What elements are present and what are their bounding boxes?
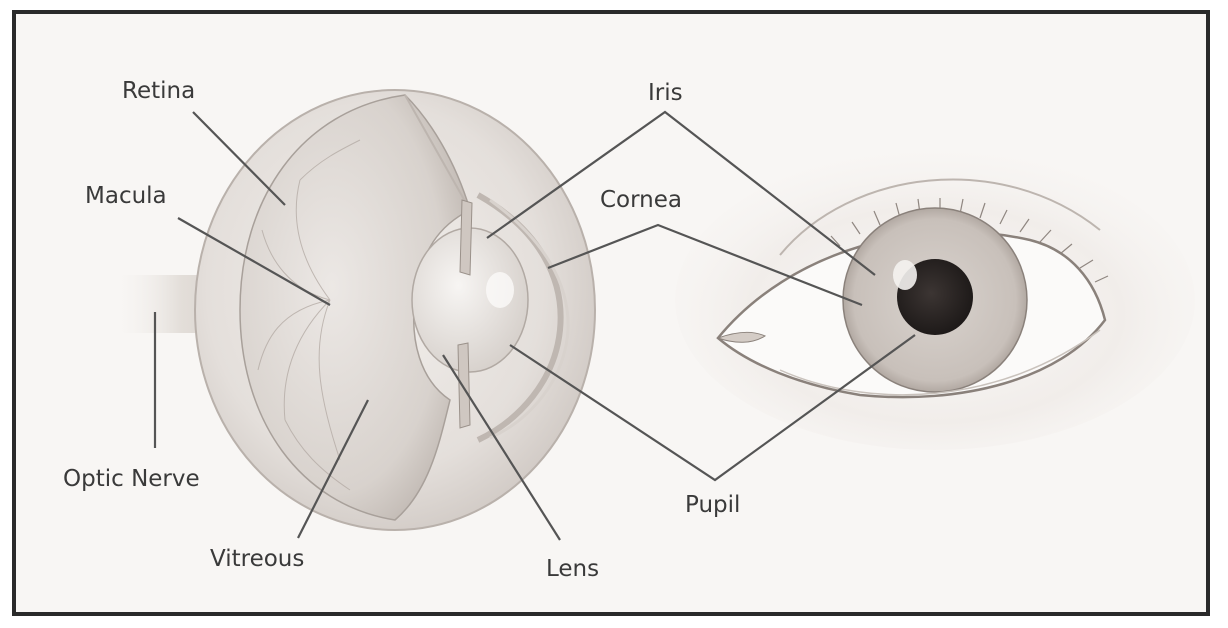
label-lens: Lens — [546, 556, 599, 582]
label-optic-nerve: Optic Nerve — [63, 466, 200, 492]
front-eye-view — [675, 150, 1195, 450]
label-cornea: Cornea — [600, 187, 682, 213]
label-vitreous: Vitreous — [210, 546, 304, 572]
label-iris: Iris — [648, 80, 683, 106]
eyeball-cross-section — [195, 90, 595, 530]
label-macula: Macula — [85, 183, 167, 209]
label-pupil: Pupil — [685, 492, 740, 518]
label-retina: Retina — [122, 78, 195, 104]
